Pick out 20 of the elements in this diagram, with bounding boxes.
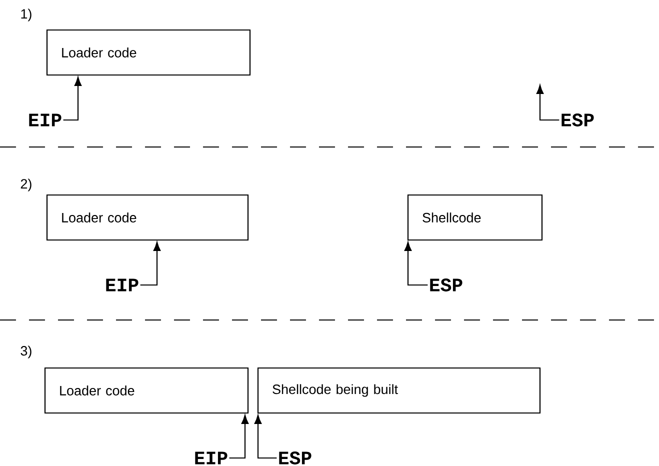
process-box: Loader code xyxy=(44,367,249,414)
panel-number: 3) xyxy=(20,346,32,358)
arrow xyxy=(536,84,560,121)
register-label: ESP xyxy=(279,452,312,464)
arrow xyxy=(254,414,277,459)
process-box: Shellcode being built xyxy=(257,367,541,414)
arrow xyxy=(63,76,82,121)
arrow xyxy=(229,414,249,459)
register-label: ESP xyxy=(430,278,462,292)
panel-number: 2) xyxy=(20,178,32,192)
register-label: ESP xyxy=(562,114,594,126)
register-label: EIP xyxy=(195,452,228,464)
arrow xyxy=(140,242,161,286)
panel-number: 1) xyxy=(21,8,32,22)
register-label: EIP xyxy=(29,114,62,126)
register-label: EIP xyxy=(106,278,138,292)
process-box: Shellcode xyxy=(407,194,543,241)
process-box: Loader code xyxy=(46,29,251,76)
process-box: Loader code xyxy=(46,194,249,241)
arrow xyxy=(404,242,428,286)
